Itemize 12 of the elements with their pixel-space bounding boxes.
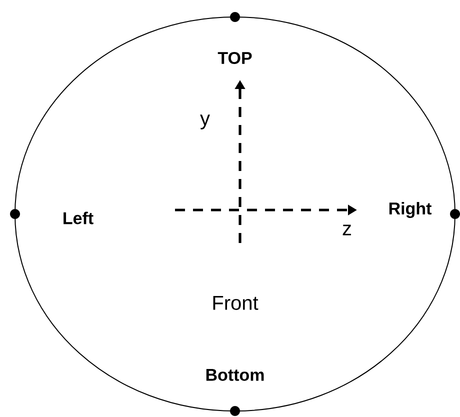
label-text: Bottom — [206, 369, 264, 381]
dot — [450, 209, 460, 219]
body-text: Front — [213, 296, 258, 310]
dot — [10, 209, 20, 219]
dot — [230, 406, 240, 416]
dot — [230, 12, 240, 22]
label-text: TOP — [218, 52, 252, 64]
label-text: z — [342, 224, 351, 236]
label-text: Left — [64, 212, 94, 224]
ellipse — [14, 16, 456, 412]
label-text: Right — [389, 202, 432, 218]
label-text: y — [200, 114, 210, 130]
